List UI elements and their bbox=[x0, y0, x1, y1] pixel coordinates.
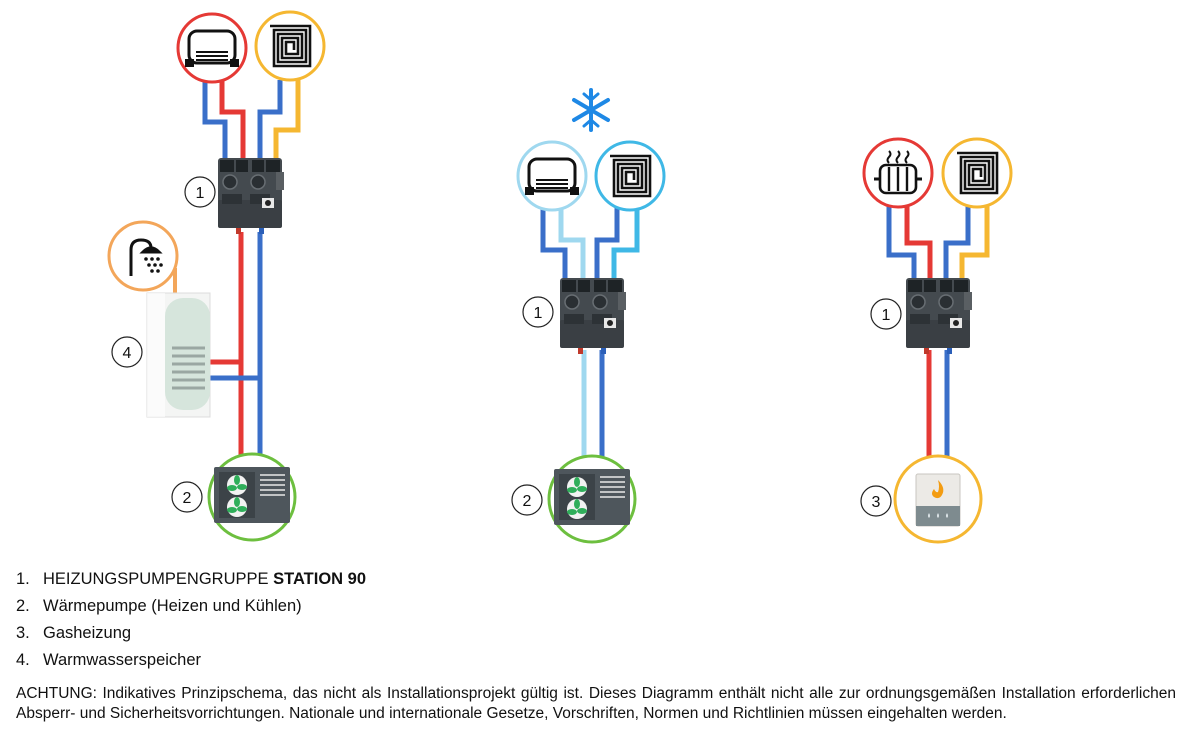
fan-coil-icon bbox=[183, 29, 241, 69]
number-badge-boiler: 3 bbox=[860, 485, 892, 517]
svg-text:1: 1 bbox=[534, 305, 543, 322]
radiator-icon bbox=[874, 150, 922, 195]
floor-heating-node-cooling bbox=[594, 140, 666, 212]
legend-text: HEIZUNGSPUMPENGRUPPE bbox=[43, 570, 274, 588]
legend-item: 1. HEIZUNGSPUMPENGRUPPE STATION 90 bbox=[16, 566, 366, 593]
svg-text:1: 1 bbox=[196, 185, 205, 202]
disclaimer-note: ACHTUNG: Indikatives Prinzipschema, das … bbox=[16, 685, 1176, 722]
legend-item: 4. Warmwasserspeicher bbox=[16, 647, 366, 674]
fan-coil-icon bbox=[523, 157, 581, 197]
legend-item: 3. Gasheizung bbox=[16, 620, 366, 647]
fan-coil-node-cooling bbox=[516, 140, 588, 212]
number-badge-station-mid: 1 bbox=[522, 296, 554, 328]
floor-heating-node-right bbox=[941, 137, 1013, 209]
legend-text: Gasheizung bbox=[43, 624, 132, 642]
legend-number: 2. bbox=[16, 597, 30, 615]
svg-text:3: 3 bbox=[872, 494, 881, 511]
gas-boiler-node bbox=[893, 454, 983, 544]
svg-text:4: 4 bbox=[123, 345, 132, 362]
legend-item: 2. Wärmepumpe (Heizen und Kühlen) bbox=[16, 593, 366, 620]
heat-pump-icon bbox=[553, 468, 631, 526]
number-badge-heatpump: 2 bbox=[171, 481, 203, 513]
legend-text: Wärmepumpe (Heizen und Kühlen) bbox=[43, 597, 302, 615]
legend-number: 3. bbox=[16, 624, 30, 642]
hot-water-tank bbox=[146, 292, 211, 418]
legend-number: 1. bbox=[16, 570, 30, 588]
left-system: 1 bbox=[107, 10, 326, 542]
middle-system: 1 2 bbox=[511, 88, 666, 544]
heat-pump-node bbox=[207, 452, 297, 542]
svg-text:2: 2 bbox=[523, 493, 532, 510]
svg-text:2: 2 bbox=[183, 490, 192, 507]
number-badge-tank: 4 bbox=[111, 336, 143, 368]
heat-pump-node-mid bbox=[547, 454, 637, 544]
legend-number: 4. bbox=[16, 651, 30, 669]
number-badge-heatpump-mid: 2 bbox=[511, 484, 543, 516]
legend-bold: STATION 90 bbox=[273, 570, 367, 588]
hydraulic-diagram: 1 bbox=[107, 10, 1013, 544]
pump-station-unit bbox=[905, 277, 973, 355]
number-badge-station: 1 bbox=[184, 176, 216, 208]
radiator-node bbox=[862, 137, 934, 209]
floor-heating-node bbox=[254, 10, 326, 82]
fan-coil-node bbox=[176, 12, 248, 84]
shower-icon bbox=[129, 238, 163, 276]
legend-text: Warmwasserspeicher bbox=[43, 651, 202, 669]
snowflake-icon bbox=[572, 88, 610, 132]
svg-text:1: 1 bbox=[882, 307, 891, 324]
pump-station-unit bbox=[217, 157, 285, 235]
heat-pump-icon bbox=[213, 466, 291, 524]
legend-list: 1. HEIZUNGSPUMPENGRUPPE STATION 90 2. Wärm… bbox=[16, 566, 366, 674]
gas-boiler-icon bbox=[915, 473, 961, 527]
number-badge-station-right: 1 bbox=[870, 298, 902, 330]
right-system: 1 3 bbox=[860, 137, 1013, 544]
pump-station-unit bbox=[559, 277, 627, 355]
shower-node bbox=[107, 220, 179, 292]
